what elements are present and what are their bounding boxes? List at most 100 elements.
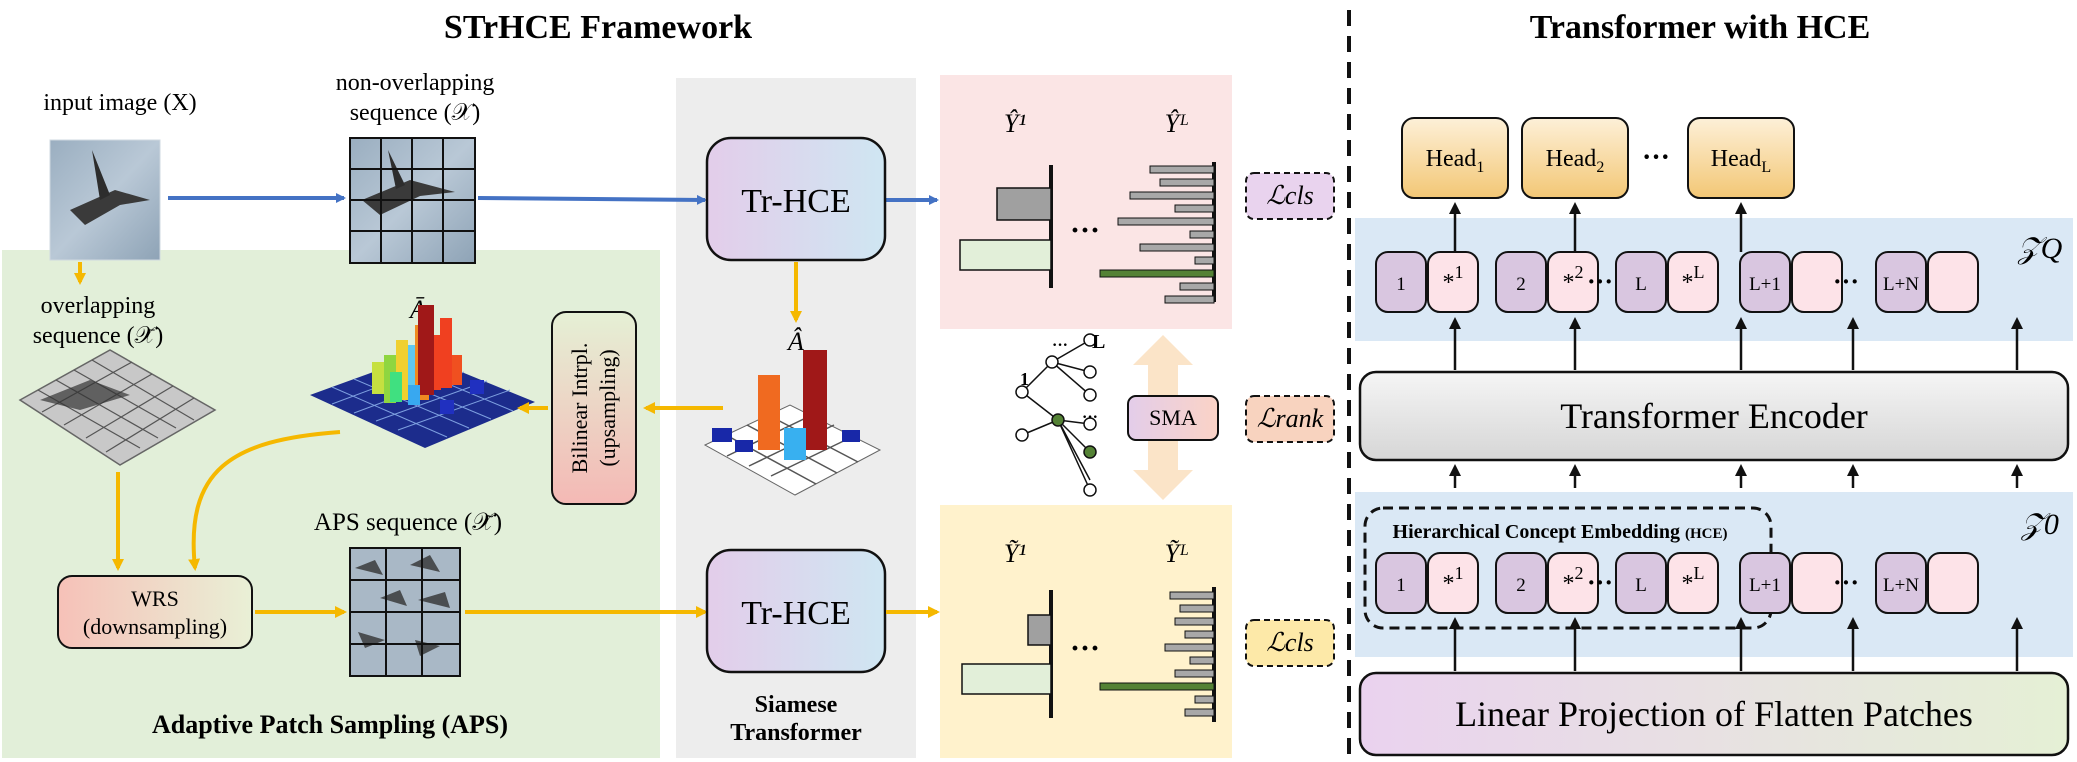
trhce-top [705, 136, 887, 262]
top-token-2 [1495, 251, 1547, 313]
bottom-token-label-5: *L [1682, 563, 1705, 597]
top-token-6 [1739, 251, 1791, 313]
bottom-token-label-1: *1 [1443, 563, 1464, 597]
top-token-7 [1791, 251, 1843, 313]
bottom-token-3 [1547, 552, 1599, 614]
top-token-9 [1927, 251, 1979, 313]
loss-cls-bottom: ℒcls [1266, 628, 1314, 657]
trhce-bottom [705, 548, 887, 674]
yhat1-histogram [959, 165, 1053, 288]
ahat-label: Â [786, 327, 804, 356]
top-token-8 [1875, 251, 1927, 313]
bottom-token-0 [1375, 552, 1427, 614]
head-2: Head2 [1521, 117, 1629, 199]
bilinear-label-1: Bilinear Intrpl. [567, 343, 592, 474]
bottom-token-5 [1667, 552, 1719, 614]
overlap-label-2: sequence (𝒳̄) [33, 323, 164, 349]
bilinear-box [551, 311, 637, 505]
tree-dots-top: ··· [1052, 337, 1068, 354]
top-token-label-4: L [1635, 274, 1647, 295]
encoder-label: Transformer Encoder [1560, 396, 1868, 436]
arrow-grid-to-trhce [477, 194, 707, 205]
overlap-label-1: overlapping [41, 293, 156, 319]
bottom-token-label-0: 1 [1396, 575, 1406, 596]
z0-label: 𝒵0 [2020, 508, 2059, 541]
bottom-token-label-4: L [1635, 575, 1647, 596]
svg-text:HeadL: HeadL [1711, 146, 1771, 176]
top-token-label-0: 1 [1396, 274, 1406, 295]
encoder-input-arrows [1449, 464, 2023, 488]
yhatL-label: Ŷᴸ [1165, 109, 1190, 138]
bottom-token-4 [1615, 552, 1667, 614]
ytilde-dots: ··· [1070, 632, 1100, 665]
hierarchy-tree [1015, 333, 1097, 497]
head-dots: ··· [1642, 142, 1670, 173]
ytildeL-label: Ỹᴸ [1165, 539, 1190, 568]
sma-label: SMA [1149, 405, 1197, 430]
right-title: Transformer with HCE [1530, 9, 1871, 46]
loss-rank-box [1245, 395, 1335, 443]
ahat-attention-map [703, 350, 882, 496]
aps-sequence-grid [349, 547, 461, 677]
siamese-label-2: Transformer [730, 720, 862, 746]
overlapping-grid [18, 349, 217, 466]
top-token-label-5: *L [1682, 262, 1705, 296]
encoder-output-arrows [1449, 317, 2023, 370]
head-L: HeadL [1687, 117, 1795, 199]
input-image [49, 139, 161, 261]
hce-label: Hierarchical Concept Embedding (HCE) [1393, 521, 1728, 543]
bottom-token-8 [1875, 552, 1927, 614]
ytildeL-histogram [1099, 587, 1216, 722]
head-1: Head1 [1401, 117, 1509, 199]
tree-left-label: 1 [1020, 369, 1029, 389]
linear-output-arrows [1449, 617, 2023, 671]
bottom-token-dots-0: ··· [1587, 568, 1613, 597]
bottom-token-1 [1427, 552, 1479, 614]
ytilde1-histogram [961, 590, 1053, 718]
top-token-label-6: L+1 [1749, 274, 1781, 295]
top-token-1 [1427, 251, 1479, 313]
tree-top-label: L [1092, 331, 1105, 353]
non-overlap-label-2: sequence (𝒳) [350, 100, 481, 126]
top-token-label-8: L+N [1883, 274, 1919, 295]
trhce-top-label: Tr-HCE [741, 183, 851, 220]
linear-projection [1358, 671, 2070, 757]
bottom-token-7 [1791, 552, 1843, 614]
zq-label: 𝒵Q [2017, 232, 2063, 265]
loss-cls-bottom-box [1245, 619, 1335, 667]
ytilde-panel [940, 505, 1232, 758]
top-token-5 [1667, 251, 1719, 313]
top-token-0 [1375, 251, 1427, 313]
wrs-box [57, 575, 253, 649]
non-overlap-label-1: non-overlapping [336, 70, 495, 96]
top-token-dots-1: ··· [1833, 267, 1859, 296]
ytilde1-label: Ỹ¹ [1004, 539, 1026, 568]
bottom-token-dots-1: ··· [1833, 568, 1859, 597]
top-token-label-1: *1 [1443, 262, 1464, 296]
bottom-token-label-8: L+N [1883, 575, 1919, 596]
aps-seq-label: APS sequence (𝒳̃) [314, 509, 502, 536]
svg-text:Head2: Head2 [1546, 146, 1605, 176]
bottom-token-2 [1495, 552, 1547, 614]
top-token-label-2: 2 [1516, 274, 1526, 295]
left-title: STrHCE Framework [444, 9, 752, 46]
linear-projection-label: Linear Projection of Flatten Patches [1455, 694, 1973, 734]
bottom-token-9 [1927, 552, 1979, 614]
top-token-dots-0: ··· [1587, 267, 1613, 296]
aps-panel [2, 250, 660, 758]
tree-dots-bottom: ··· [1082, 409, 1098, 426]
loss-rank: ℒrank [1257, 404, 1324, 433]
wrs-label-2: (downsampling) [83, 614, 227, 639]
bottom-token-label-2: 2 [1516, 575, 1526, 596]
yhatL-histogram [1099, 162, 1216, 304]
svg-text:Head1: Head1 [1426, 146, 1485, 176]
transformer-encoder [1358, 370, 2070, 462]
top-token-4 [1615, 251, 1667, 313]
trhce-bottom-label: Tr-HCE [741, 595, 851, 632]
aps-title: Adaptive Patch Sampling (APS) [152, 710, 508, 739]
arrow-abar-to-wrs [188, 430, 341, 571]
loss-cls-top: ℒcls [1266, 181, 1314, 210]
